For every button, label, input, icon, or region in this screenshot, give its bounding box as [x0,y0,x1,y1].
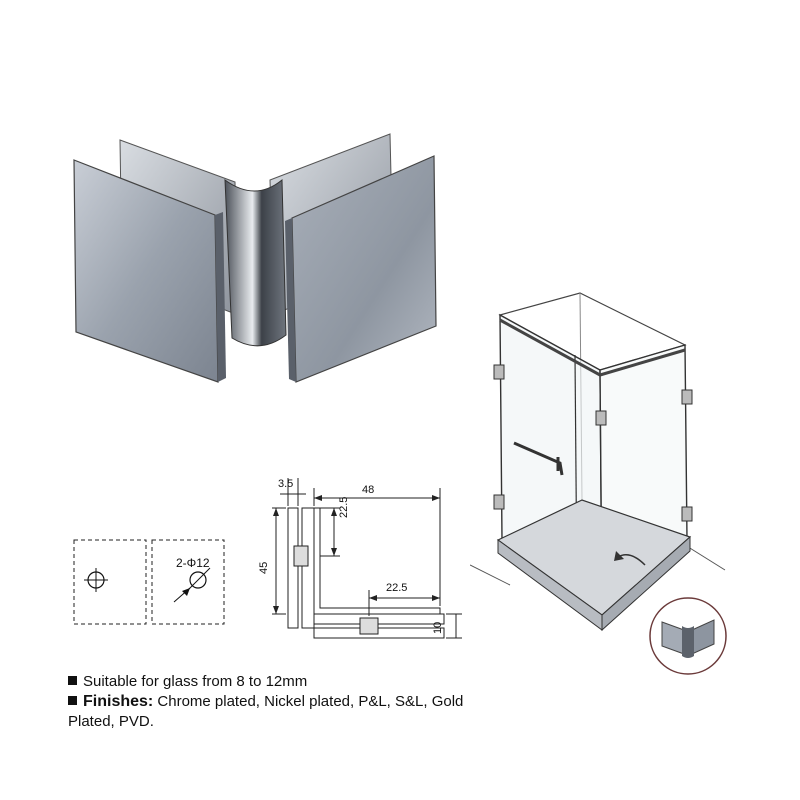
plate-views-drawing [73,539,225,625]
product-image-clamp [73,133,437,383]
dim-height: 45 [258,561,270,574]
spec-glass-range: Suitable for glass from 8 to 12mm [68,672,588,692]
dim-thickness: 3.5 [278,478,294,490]
product-specs: Suitable for glass from 8 to 12mm Finish… [68,672,588,732]
hole-spec-label: 2-Φ12 [176,556,210,570]
section-dimension-drawing [272,478,462,639]
spec-finishes-text: Chrome plated, Nickel plated, P&L, S&L, … [153,693,464,710]
dim-depth: 10 [432,621,444,634]
spec-finishes: Finishes: Chrome plated, Nickel plated, … [68,692,588,712]
spec-glass-range-text: Suitable for glass from 8 to 12mm [83,673,308,690]
clamp-detail-inset [649,597,727,675]
dim-width: 48 [362,484,375,496]
shower-enclosure-illustration [470,292,726,632]
spec-finishes-label: Finishes: [83,693,154,710]
dim-half-height: 22.5 [338,496,350,518]
dim-half-width: 22.5 [386,582,408,594]
bullet-icon [68,696,77,705]
bullet-icon [68,676,77,685]
spec-finishes-continued: Plated, PVD. [68,713,154,730]
